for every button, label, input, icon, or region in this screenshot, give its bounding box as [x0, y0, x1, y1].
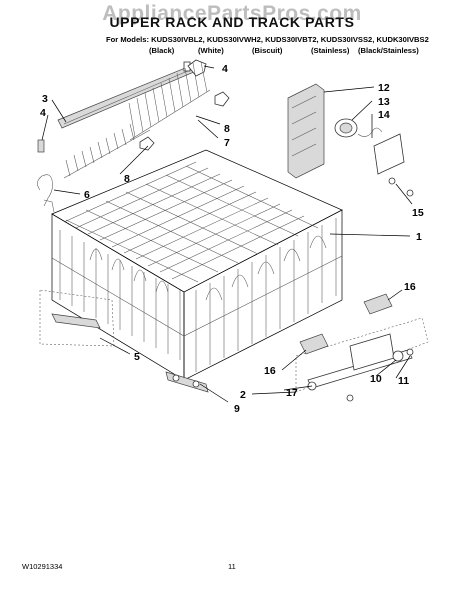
callout-13: 13 — [378, 96, 390, 108]
callout-4-top: 4 — [222, 63, 228, 75]
models-line: For Models: KUDS30IVBL2, KUDS30IVWH2, KU… — [106, 35, 429, 44]
part-15-screw-top — [388, 177, 396, 185]
leader-lines — [41, 65, 413, 403]
callout-11: 11 — [398, 375, 409, 387]
callout-7: 7 — [224, 137, 230, 149]
footer-part-number: W10291334 — [22, 562, 63, 571]
callout-5: 5 — [134, 351, 140, 363]
part-7-tine-row — [128, 61, 211, 141]
callout-2: 2 — [240, 389, 246, 401]
part-6-cup-shelf — [63, 123, 151, 179]
part-16-track-clip-right — [363, 293, 393, 315]
part-1-upper-rack — [51, 149, 343, 381]
part-2-track-assembly — [295, 317, 429, 393]
variant-white: (White) — [198, 46, 224, 55]
part-16-track-clip-left — [299, 333, 329, 355]
variant-stainless: (Stainless) — [311, 46, 350, 55]
variant-black: (Black) — [149, 46, 175, 55]
footer-page-number: 11 — [228, 562, 236, 571]
callout-16-right: 16 — [404, 281, 416, 293]
part-8-clip-left — [139, 136, 155, 151]
callout-14: 14 — [378, 109, 390, 121]
callout-17: 17 — [286, 387, 298, 399]
part-3-rack-rail — [57, 61, 195, 129]
callout-9: 9 — [234, 403, 240, 415]
part-10-track-stop — [392, 350, 404, 362]
part-5-wheel-bracket — [39, 289, 115, 347]
callout-6: 6 — [84, 189, 90, 201]
callout-1: 1 — [416, 231, 422, 243]
callout-3: 3 — [42, 93, 48, 105]
callout-15: 15 — [412, 207, 424, 219]
callout-4-left: 4 — [40, 107, 46, 119]
part-14-adjuster-spring — [357, 127, 405, 175]
variant-biscuit: (Biscuit) — [252, 46, 283, 55]
part-13-adjuster-knob — [334, 118, 358, 138]
part-8-clip-right — [214, 91, 230, 107]
watermark-text: AppliancePartsPros.com — [102, 2, 362, 25]
page-title: UPPER RACK AND TRACK PARTS — [109, 14, 355, 30]
callout-8-left: 8 — [124, 173, 130, 185]
callout-10: 10 — [370, 373, 382, 385]
variant-black-stainless: (Black/Stainless) — [358, 46, 419, 55]
callout-16-left: 16 — [264, 365, 276, 377]
part-4-stop-left — [37, 139, 45, 153]
part-11-track-screw — [346, 348, 414, 402]
part-6-wire-clip — [37, 174, 55, 213]
part-12-adjuster-housing — [287, 83, 325, 179]
part-15-screw-bottom — [406, 189, 414, 197]
callout-8-right: 8 — [224, 123, 230, 135]
callout-12: 12 — [378, 82, 390, 94]
part-9-rack-wheel-bracket — [165, 371, 209, 393]
